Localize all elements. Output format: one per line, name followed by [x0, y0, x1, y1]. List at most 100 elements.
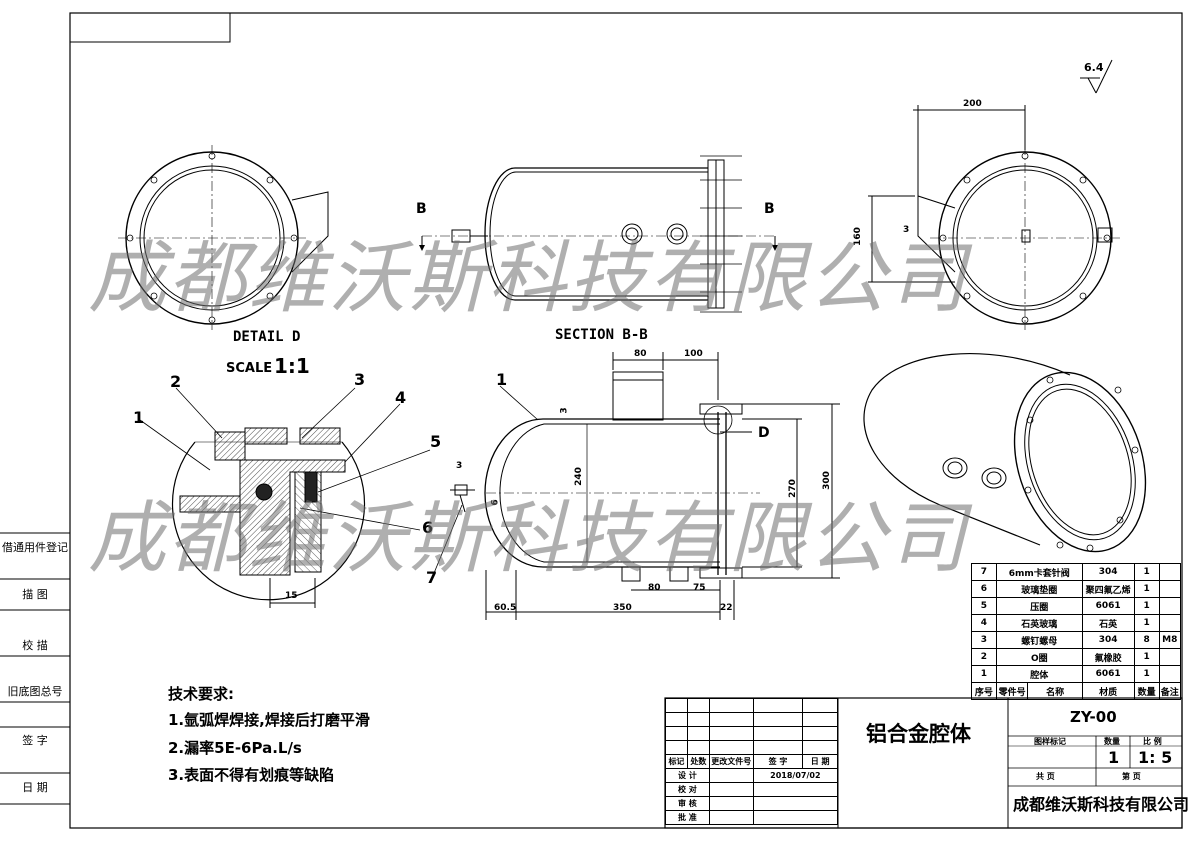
- stage-label: 图样标记: [1034, 737, 1066, 746]
- rev-header-sign: 签 字: [752, 754, 804, 769]
- rev-header-count: 处数: [686, 754, 710, 769]
- section-mark-left: B: [416, 201, 427, 217]
- part-no: 6: [971, 580, 997, 598]
- part-qty: 1: [1133, 563, 1160, 581]
- note-item-2: 2.漏率5E-6Pa.L/s: [168, 739, 302, 757]
- balloon-6: 6: [422, 518, 434, 537]
- scale-value: 1: 5: [1138, 748, 1173, 767]
- rev-header-date: 日 期: [802, 754, 838, 769]
- part-no: 4: [971, 614, 997, 632]
- part-remark: [1158, 665, 1181, 683]
- header-part-no: 零件号: [995, 682, 1029, 700]
- design-date: 2018/07/02: [752, 768, 839, 783]
- part-material: 聚四氟乙烯: [1081, 580, 1135, 598]
- side-label-trace: 描 图: [22, 588, 48, 601]
- part-no: 3: [971, 631, 997, 649]
- part-material: 6061: [1081, 597, 1135, 615]
- note-item-1: 1.氩弧焊焊接,焊接后打磨平滑: [168, 711, 370, 729]
- part-name: 腔体: [995, 665, 1083, 683]
- header-remark: 备注: [1158, 682, 1181, 700]
- check-row: 校 对: [665, 782, 839, 797]
- sheet-border: [0, 12, 1183, 829]
- approve-label: 批 准: [665, 810, 710, 825]
- part-remark: [1158, 614, 1181, 632]
- leader-lines: [139, 385, 539, 579]
- parts-header: 序号零件号名称材质数量备注: [971, 682, 1181, 700]
- left-end-view: [118, 145, 329, 330]
- review-label: 审 核: [665, 796, 710, 811]
- part-qty: 8: [1133, 631, 1160, 649]
- dim-300: 300: [821, 471, 832, 490]
- balloon-5: 5: [430, 432, 442, 451]
- dim-3c: 3: [456, 461, 463, 471]
- side-label-borrow: 借通用件登记: [2, 541, 68, 554]
- drawing-number: ZY-00: [1070, 708, 1117, 726]
- side-label-date: 日 期: [22, 781, 48, 794]
- drawing-name: 铝合金腔体: [866, 722, 971, 746]
- approve-row: 批 准: [665, 810, 839, 825]
- part-remark: [1158, 563, 1181, 581]
- detail-scale-value: 1:1: [274, 354, 310, 378]
- header-name: 名称: [1027, 682, 1083, 700]
- side-label-sign: 签 字: [22, 734, 48, 747]
- rev-header-mark: 标记: [665, 754, 688, 769]
- roughness-value: 6.4: [1084, 61, 1104, 74]
- dim-3a: 3: [903, 225, 910, 235]
- part-qty: 1: [1133, 597, 1160, 615]
- watermark-lower: 成都维沃斯科技有限公司: [88, 494, 969, 584]
- part-material: 石英: [1081, 614, 1135, 632]
- company-name: 成都维沃斯科技有限公司: [1013, 795, 1190, 814]
- section-title: SECTION B-B: [555, 327, 648, 343]
- qty-value: 1: [1108, 748, 1120, 767]
- part-material: 氟橡胶: [1081, 648, 1135, 666]
- header-material: 材质: [1081, 682, 1135, 700]
- balloon-2: 2: [170, 372, 182, 391]
- main-front-view: [269, 352, 840, 620]
- isometric-view: [863, 353, 1147, 553]
- part-name: 螺钉螺母: [995, 631, 1083, 649]
- section-mark-right: B: [764, 201, 775, 217]
- part-name: 玻璃垫圈: [995, 580, 1083, 598]
- scale-label: 比 例: [1143, 737, 1162, 746]
- dim-75: 75: [693, 583, 706, 593]
- rev-header-doc: 更改文件号: [708, 754, 754, 769]
- header-qty: 数量: [1133, 682, 1160, 700]
- side-label-old-drawing: 旧底图总号: [7, 685, 63, 698]
- total-pages-label: 共 页: [1036, 772, 1055, 781]
- header-index: 序号: [971, 682, 997, 700]
- watermark-upper: 成都维沃斯科技有限公司: [88, 234, 969, 324]
- detail-mark: D: [758, 425, 770, 441]
- part-qty: 1: [1133, 648, 1160, 666]
- part-name: 6mm卡套针阀: [995, 563, 1083, 581]
- part-name: O圈: [995, 648, 1083, 666]
- part-qty: 1: [1133, 665, 1160, 683]
- part-no: 5: [971, 597, 997, 615]
- part-no: 7: [971, 563, 997, 581]
- part-name: 压圈: [995, 597, 1083, 615]
- balloon-7: 7: [426, 568, 438, 587]
- roughness-symbol: [1080, 59, 1113, 94]
- dim-240: 240: [573, 467, 584, 486]
- dim-80a: 80: [634, 349, 647, 359]
- dim-15: 15: [285, 591, 298, 601]
- balloon-4: 4: [395, 388, 407, 407]
- detail-title: DETAIL D: [233, 329, 301, 345]
- dim-22: 22: [720, 603, 733, 613]
- dim-100: 100: [684, 349, 703, 359]
- part-remark: [1158, 597, 1181, 615]
- part-material: 304: [1081, 563, 1135, 581]
- part-remark: [1158, 580, 1181, 598]
- part-remark: [1158, 648, 1181, 666]
- balloon-1: 1: [133, 408, 145, 427]
- part-no: 1: [971, 665, 997, 683]
